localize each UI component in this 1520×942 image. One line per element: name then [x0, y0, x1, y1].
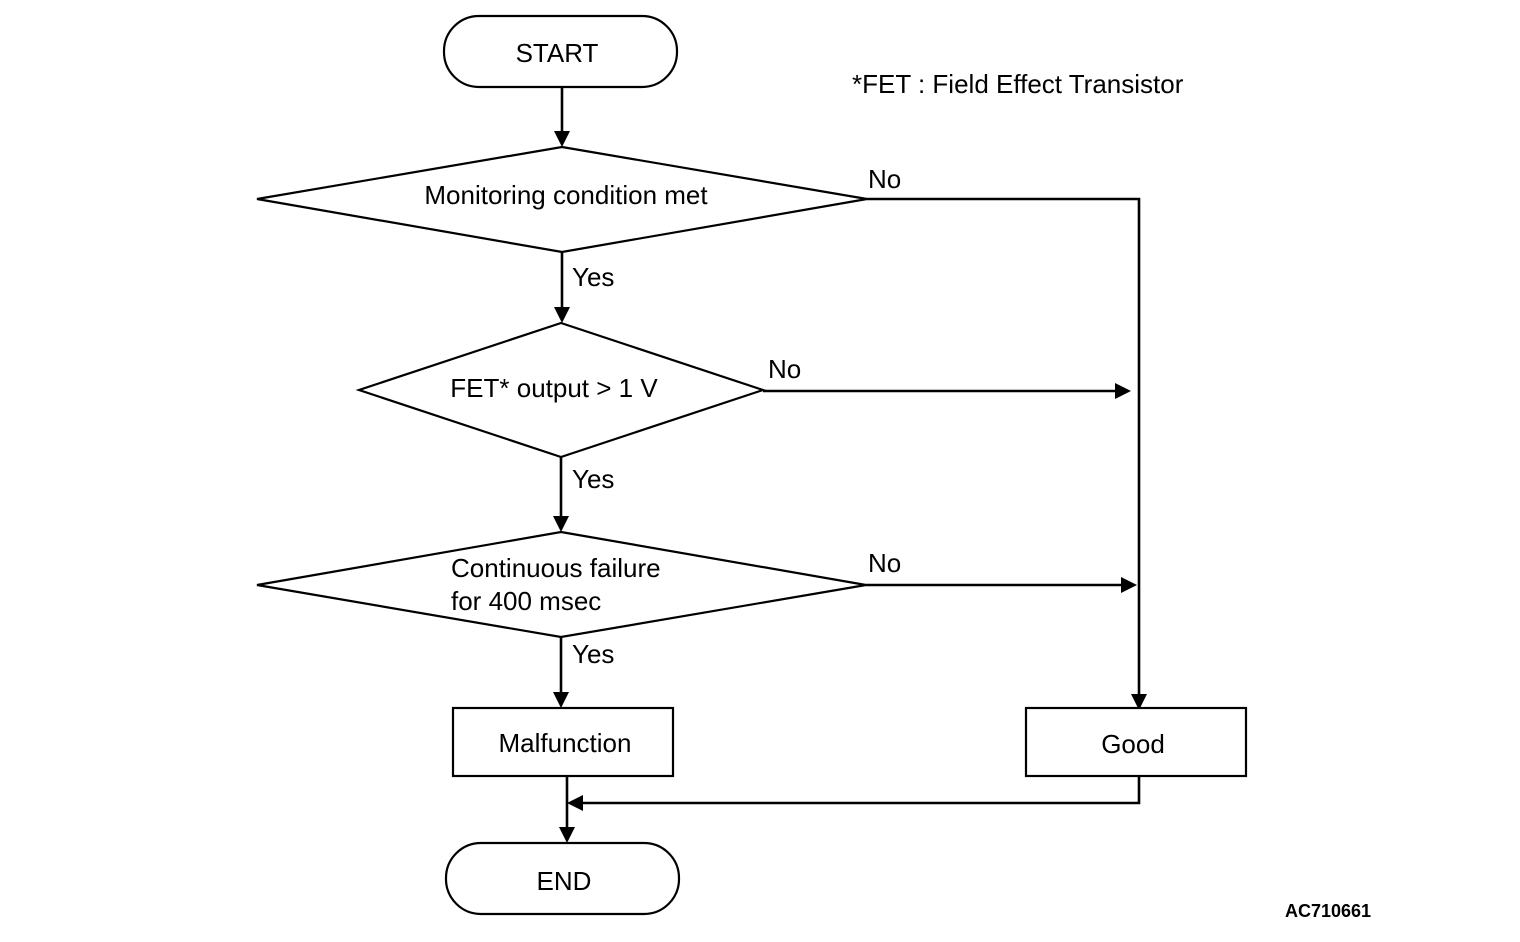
arrowhead [559, 827, 575, 843]
branch-label-yes: Yes [572, 639, 614, 669]
branch-label-no: No [868, 164, 901, 194]
start-label: START [516, 38, 599, 68]
branch-label-no: No [868, 548, 901, 578]
branch-label-yes: Yes [572, 464, 614, 494]
good-box [1024, 706, 1248, 778]
end-label: END [537, 866, 592, 896]
good-label: Good [1101, 729, 1165, 759]
decision-continuous-failure [256, 530, 867, 639]
figure-code: AC710661 [1285, 901, 1371, 921]
arrowhead [1131, 694, 1147, 710]
branch-label-yes: Yes [572, 262, 614, 292]
decision-fet-output-label: FET* output > 1 V [450, 373, 658, 403]
decision-monitoring-condition-label: Monitoring condition met [424, 180, 708, 210]
end-terminal [444, 841, 681, 916]
start-terminal [442, 14, 679, 89]
footnote: *FET : Field Effect Transistor [852, 69, 1184, 99]
arrowhead [1121, 577, 1137, 593]
arrowhead [554, 307, 570, 323]
connector-good-to-end [583, 776, 1141, 805]
arrowhead [1115, 383, 1131, 399]
branch-label-no: No [768, 354, 801, 384]
arrowhead [554, 131, 570, 147]
malfunction-box [451, 706, 675, 778]
arrowhead [553, 516, 569, 532]
arrowhead [567, 795, 583, 811]
decision-continuous-failure-label-line1: Continuous failure [451, 553, 661, 583]
arrowhead [553, 692, 569, 708]
malfunction-label: Malfunction [499, 728, 632, 758]
decision-continuous-failure-label-line2: for 400 msec [451, 586, 601, 616]
connector-d1-no [867, 197, 1141, 694]
